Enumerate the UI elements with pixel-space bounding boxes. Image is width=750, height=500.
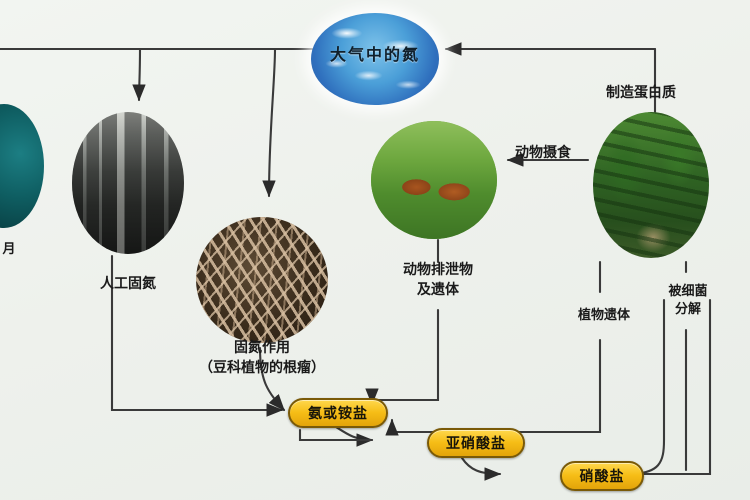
atmosphere-node: 大气中的氮 <box>311 13 439 105</box>
partial-left-label: 月 <box>2 242 16 257</box>
root-nodule-photo-circle-icon <box>196 217 328 343</box>
pill-nitrate-label: 硝酸盐 <box>579 469 625 485</box>
protein-synthesis-label: 制造蛋白质 <box>606 85 676 101</box>
pill-ammonia[interactable]: 氨或铵盐 <box>288 398 388 428</box>
bacteria-decay-label-line2: 分解 <box>674 302 701 317</box>
cattle-node <box>371 121 497 239</box>
pill-nitrite[interactable]: 亚硝酸盐 <box>427 428 525 458</box>
partial-teal-circle-node <box>0 104 44 228</box>
grazing-cattle-photo-circle-icon <box>371 121 497 239</box>
factory-photo-circle-icon <box>72 112 184 254</box>
pill-nitrate[interactable]: 硝酸盐 <box>560 461 644 491</box>
root-nodule-label-line2: （豆科植物的根瘤） <box>199 360 325 376</box>
bacteria-decay-label-line1: 被细菌 <box>668 284 708 299</box>
partial-teal-circle-icon <box>0 104 44 228</box>
earth-sky-circle-icon <box>311 13 439 105</box>
pill-ammonia-label: 氨或铵盐 <box>308 406 368 422</box>
pill-nitrite-label: 亚硝酸盐 <box>446 436 506 452</box>
factory-node <box>72 112 184 254</box>
root-nodule-label-line1: 固氮作用 <box>234 340 290 356</box>
forest-node <box>593 112 709 258</box>
atmosphere-label: 大气中的氮 <box>329 45 420 64</box>
animal-waste-label-line2: 及遗体 <box>417 282 459 298</box>
plant-remains-label: 植物遗体 <box>577 308 630 323</box>
animal-waste-label-line1: 动物排泄物 <box>403 262 473 278</box>
animal-feeding-label: 动物摄食 <box>515 145 571 161</box>
root-nodule-node <box>196 217 328 343</box>
factory-label: 人工固氮 <box>100 276 156 292</box>
forest-photo-circle-icon <box>593 112 709 258</box>
